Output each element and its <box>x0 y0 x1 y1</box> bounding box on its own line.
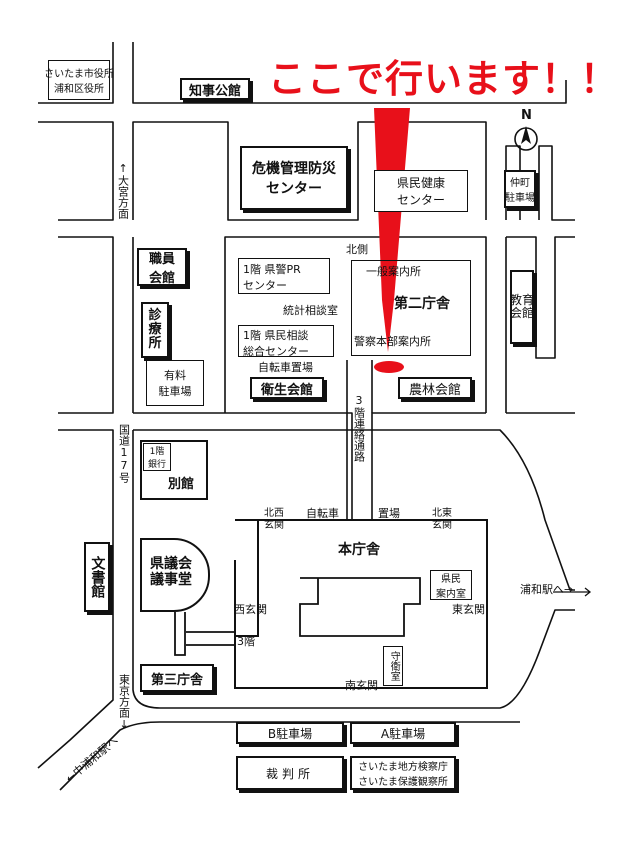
east-entrance: 東玄関 <box>452 603 485 616</box>
compass-icon <box>514 126 538 151</box>
assembly: 県議会 議事堂 <box>150 556 192 589</box>
general-info: 一般案内所 <box>366 265 421 278</box>
governor-residence: 知事公館 <box>180 78 250 100</box>
label-to-omiya: ↑大宮方面 <box>116 162 130 219</box>
main-building-outline <box>234 519 488 689</box>
citizen-room: 県民 案内室 <box>430 570 472 600</box>
second-building: 第二庁舎 <box>394 296 450 312</box>
staff-hall: 職員 会館 <box>137 248 187 286</box>
third-building: 第三庁舎 <box>140 664 214 692</box>
agri-hall: 農林会館 <box>398 377 472 399</box>
nw-bike: 自転車 <box>306 507 339 520</box>
label-route17: 国道17号 <box>117 424 131 483</box>
hygiene-hall: 衛生会館 <box>250 377 324 399</box>
consult-center: 1階 県民相談 総合センター <box>238 325 334 358</box>
road-route17-west <box>37 429 114 769</box>
compass-north-label: N <box>521 108 532 123</box>
parking-a: A駐車場 <box>350 722 456 744</box>
guard-room: 守衛室 <box>388 651 400 681</box>
ne-parking: 置場 <box>378 507 400 520</box>
pr-center: 1階 県警PR センター <box>238 258 330 294</box>
label-to-tokyo: 東京方面↓ <box>117 674 131 731</box>
headline: ここで行います！！ <box>268 57 620 101</box>
bunsho-hall: 文書館 <box>89 556 106 598</box>
annex-bank: 1階 銀行 <box>143 443 171 471</box>
police-info: 警察本部案内所 <box>354 335 431 348</box>
parking-b: B駐車場 <box>236 722 344 744</box>
road-south <box>59 721 520 791</box>
corridor-3f: 3階連絡通路 <box>352 394 366 462</box>
road-diagonal-east-bottom <box>132 430 575 709</box>
health-center: 県民健康 センター <box>374 170 468 212</box>
prosecutor-office: さいたま地方検察庁 さいたま保護観察所 <box>350 756 456 790</box>
road-campus-block <box>132 236 487 413</box>
court: 裁判所 <box>236 756 344 790</box>
road-top-south <box>38 121 487 221</box>
paid-parking: 有料 駐車場 <box>146 360 204 406</box>
label-to-urawa: 浦和駅へ→ <box>520 583 574 596</box>
road-east-mid <box>505 236 575 413</box>
nw-entrance: 北西 玄関 <box>264 508 284 531</box>
bunsho-hall-box: 文書館 <box>84 542 110 612</box>
venue-marker <box>374 361 404 373</box>
west-entrance: 西玄関 <box>234 603 267 616</box>
stats-room: 統計相談室 <box>283 304 338 317</box>
road-left-mid <box>58 236 114 414</box>
road-diagonal-east-top <box>133 429 575 591</box>
clinic: 診 療 所 <box>141 302 169 358</box>
south-entrance: 南玄関 <box>345 679 378 692</box>
annex: 別館 <box>168 477 195 492</box>
courtyard-outline <box>299 577 421 637</box>
bike-parking: 自転車置場 <box>258 361 313 374</box>
arrow-marker <box>374 108 410 352</box>
guard-room-box: 守衛室 <box>383 646 403 686</box>
education-hall: 教育 会館 <box>510 270 534 344</box>
main-building: 本庁舎 <box>338 542 380 558</box>
ne-entrance: 北東 玄関 <box>432 508 452 531</box>
nakamachi-parking: 仲町 駐車場 <box>504 170 536 208</box>
third-floor-link: 3階 <box>237 635 255 648</box>
road-top-north <box>38 42 567 104</box>
ward-office: さいたま市役所 浦和区役所 <box>44 60 114 100</box>
north-side: 北側 <box>346 243 368 256</box>
assembly-connector <box>174 612 235 656</box>
assembly-box <box>140 538 210 612</box>
crisis-center: 危機管理防災 センター <box>240 146 348 210</box>
second-building-box <box>351 260 471 356</box>
